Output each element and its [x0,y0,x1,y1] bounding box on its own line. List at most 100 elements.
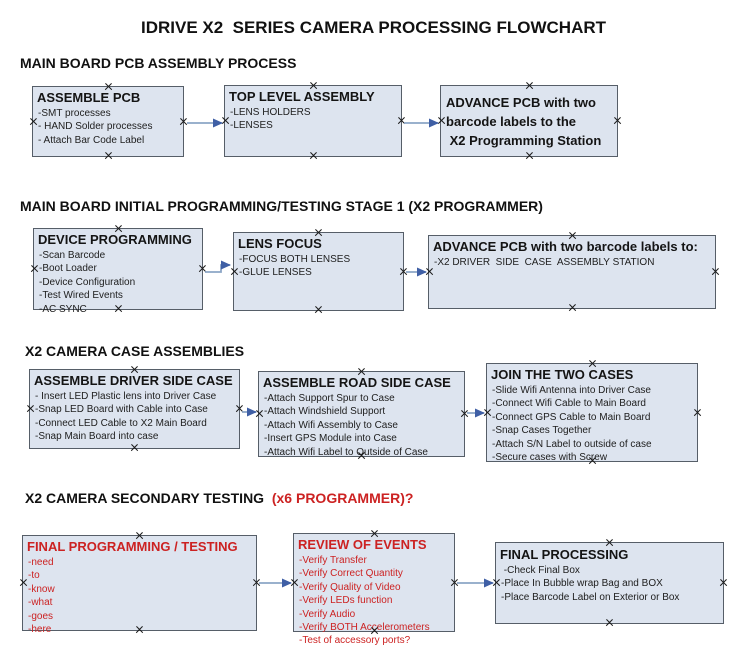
section-heading-secondary-testing-red: (x6 PROGRAMMER)? [271,490,414,506]
box-assemble-pcb: ASSEMBLE PCB -SMT processes - HAND Solder… [32,86,184,157]
box-item-list: -FOCUS BOTH LENSES -GLUE LENSES [238,253,399,280]
box-item: -Attach Support Spur to Case [264,393,395,404]
box-top-level-assembly: TOP LEVEL ASSEMBLY -LENS HOLDERS -LENSES [224,85,402,157]
box-item: -Place In Bubble wrap Bag and BOX [501,578,663,590]
connection-anchor-icon [693,409,701,417]
box-item: -Verify Transfer [299,555,367,566]
connection-anchor-icon [131,444,139,452]
box-title: TOP LEVEL ASSEMBLY [229,89,375,104]
connection-anchor-icon [437,117,445,125]
box-item: -Slide Wifi Antenna into Driver Case [492,385,651,396]
box-item: -Attach Windshield Support [264,406,386,418]
box-item: -here [28,624,52,636]
section-heading-secondary-testing: X2 CAMERA SECONDARY TESTING (x6 PROGRAMM… [25,490,413,506]
box-item: -Snap Cases Together [492,425,592,437]
box-item: -GLUE LENSES [239,267,312,279]
box-item: -Connect GPS Cable to Main Board [492,411,651,423]
box-item: -FOCUS BOTH LENSES [239,254,351,265]
connection-anchor-icon [29,118,37,126]
box-advance-pcb-case-station: ADVANCE PCB with two barcode labels to: … [428,235,716,309]
connection-anchor-icon [460,410,468,418]
box-title: ASSEMBLE PCB [37,90,141,105]
box-item: - Insert LED Plastic lens into Driver Ca… [35,391,217,402]
box-item: -Insert GPS Module into Case [264,433,397,445]
connection-anchor-icon [221,117,229,125]
connection-anchor-icon [179,118,187,126]
box-item: -know [28,583,55,595]
box-title: FINAL PROCESSING [500,547,629,562]
box-assemble-driver-side-case: ASSEMBLE DRIVER SIDE CASE - Insert LED P… [29,369,240,449]
box-item-list: -Scan Barcode-Boot Loader-Device Configu… [38,249,198,316]
connection-anchor-icon [26,405,34,413]
box-item: -Connect LED Cable to X2 Main Board [35,417,207,429]
box-item-list: -LENS HOLDERS -LENSES [229,106,397,133]
box-final-programming-testing: FINAL PROGRAMMING / TESTING -need -to-kno… [22,535,257,635]
connector-arrow [205,260,231,273]
section-heading-initial-programming: MAIN BOARD INITIAL PROGRAMMING/TESTING S… [20,198,543,214]
section-heading-case-assemblies: X2 CAMERA CASE ASSEMBLIES [25,343,245,359]
box-title: ASSEMBLE ROAD SIDE CASE [263,375,451,390]
box-item: -to [28,570,40,582]
box-item: -SMT processes [38,108,111,119]
box-item-list: -Verify Transfer -Verify Correct Quantity… [298,554,450,648]
connection-anchor-icon [397,117,405,125]
box-item-list: -Slide Wifi Antenna into Driver Case -Con… [491,384,693,464]
connection-anchor-icon [255,410,263,418]
box-item: -LENSES [230,120,273,132]
connection-anchor-icon [425,268,433,276]
box-item-list: -need -to-know -what-goes -here [27,556,252,636]
connection-anchor-icon [450,579,458,587]
connection-anchor-icon [309,152,317,160]
connection-anchor-icon [198,265,206,273]
box-item: - Attach Bar Code Label [38,134,145,146]
box-title: JOIN THE TWO CASES [491,367,634,382]
box-item-list: -Check Final Box-Place In Bubble wrap Ba… [500,564,719,604]
connection-anchor-icon [606,539,614,547]
connection-anchor-icon [525,82,533,90]
box-item: ADVANCE PCB with two [446,95,596,110]
box-item: -Test of accessory ports? [299,635,411,647]
box-item: -Verify LEDs function [299,595,393,607]
box-item: -what [28,597,53,609]
box-join-the-two-cases: JOIN THE TWO CASES -Slide Wifi Antenna i… [486,363,701,464]
box-item: -Scan Barcode [39,250,106,261]
box-title: REVIEW OF EVENTS [298,537,427,552]
box-item: -Snap Main Board into case [35,431,159,443]
connection-anchor-icon [711,268,719,276]
box-item: -LENS HOLDERS [230,107,311,118]
box-item: -goes [28,610,54,622]
box-item: -Attach S/N Label to outside of case [492,438,652,450]
connection-anchor-icon [525,152,533,160]
connection-anchor-icon [606,619,614,627]
box-title: FINAL PROGRAMMING / TESTING [27,539,238,554]
box-title: LENS FOCUS [238,236,322,251]
connection-anchor-icon [235,405,243,413]
connection-anchor-icon [290,579,298,587]
box-item: -Device Configuration [39,276,136,288]
box-item: -Verify Correct Quantity [299,568,403,580]
connection-anchor-icon [315,306,323,314]
box-lens-focus: LENS FOCUS -FOCUS BOTH LENSES -GLUE LENSE… [233,232,404,311]
section-heading-secondary-testing-black: X2 CAMERA SECONDARY TESTING [25,490,272,506]
box-item: -Connect Wifi Cable to Main Board [492,398,646,410]
box-assemble-road-side-case: ASSEMBLE ROAD SIDE CASE -Attach Support … [255,371,468,459]
connection-anchor-icon [719,579,727,587]
box-title: ASSEMBLE DRIVER SIDE CASE [34,373,233,388]
box-item: -Verify Quality of Video [299,581,401,593]
box-item: -X2 DRIVER SIDE CASE ASSEMBLY STATION [434,257,655,268]
box-item-list: - Insert LED Plastic lens into Driver Ca… [34,390,235,444]
connection-anchor-icon [104,152,112,160]
box-item: -Test Wired Events [39,290,123,302]
box-item: X2 Programming Station [446,133,602,148]
box-item: -Verify BOTH Accelerometers [299,622,430,634]
box-title: ADVANCE PCB with two barcode labels to: [433,239,698,254]
box-item: -need [28,557,54,568]
connection-anchor-icon [399,268,407,276]
box-item: -Snap LED Board with Cable into Case [35,404,208,416]
box-item: - HAND Solder processes [38,121,153,133]
box-device-programming: DEVICE PROGRAMMING -Scan Barcode-Boot Lo… [33,228,206,315]
box-item-list: -Attach Support Spur to Case -Attach Wind… [263,392,460,459]
